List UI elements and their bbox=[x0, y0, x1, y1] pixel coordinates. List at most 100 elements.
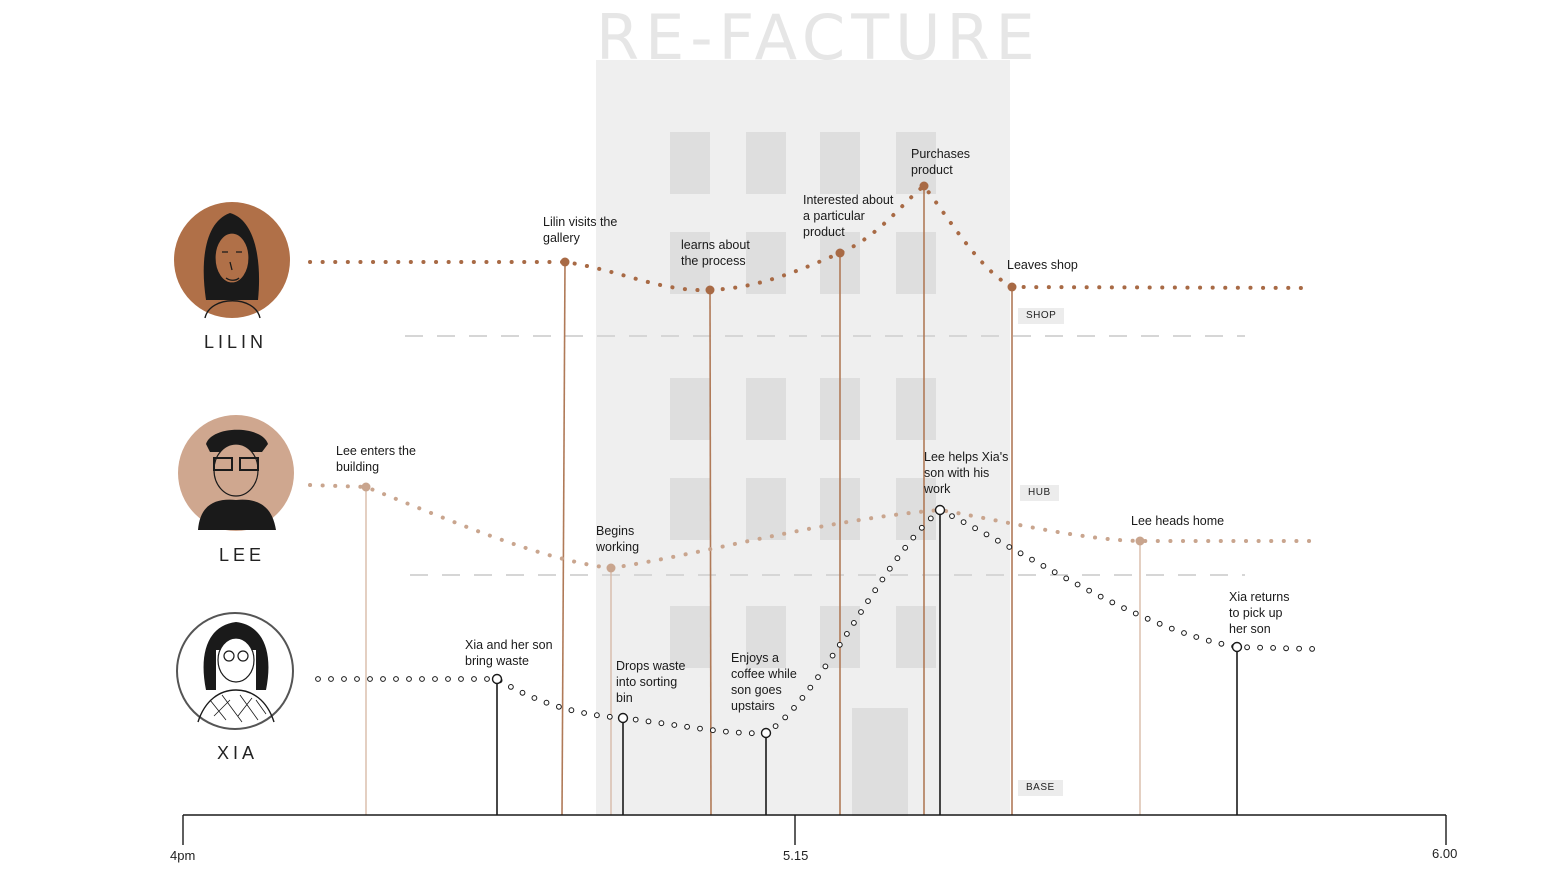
journey-ring bbox=[1006, 544, 1013, 550]
journey-ring bbox=[983, 531, 990, 538]
avatar-glasses bbox=[223, 650, 235, 662]
journey-ring bbox=[710, 727, 716, 734]
lilin-avatar bbox=[174, 202, 290, 319]
journey-ring bbox=[632, 716, 639, 723]
journey-ring bbox=[380, 676, 386, 682]
event-marker bbox=[361, 482, 371, 492]
avatar-glasses bbox=[213, 457, 233, 471]
persona-name-lilin: LILIN bbox=[204, 332, 268, 352]
journey-ring bbox=[1270, 645, 1276, 651]
axis-tick-label: 4pm bbox=[170, 848, 196, 863]
journey-ring bbox=[858, 609, 864, 615]
avatar-glasses bbox=[239, 457, 259, 471]
time-axis bbox=[182, 814, 1447, 845]
event-marker bbox=[491, 673, 503, 685]
journey-ring bbox=[851, 620, 857, 626]
journey-ring bbox=[1309, 646, 1315, 652]
journey-ring bbox=[1156, 620, 1163, 627]
event-marker bbox=[1231, 641, 1243, 653]
axis-tick-label: 6.00 bbox=[1432, 846, 1458, 861]
journey-ring bbox=[772, 723, 779, 729]
journey-ring bbox=[1144, 615, 1151, 622]
lilin-event-label: Interested about a particular product bbox=[803, 193, 894, 239]
lee-event-label: Lee heads home bbox=[1131, 514, 1225, 528]
journey-ring bbox=[419, 676, 425, 682]
journey-ring bbox=[697, 725, 703, 732]
building-window bbox=[896, 132, 936, 194]
journey-ring bbox=[406, 676, 412, 682]
journey-ring bbox=[807, 684, 814, 691]
building-window bbox=[820, 132, 860, 194]
zone-tag-base: BASE bbox=[1018, 780, 1063, 796]
xia-drop-lines bbox=[496, 510, 1238, 815]
avatar-face bbox=[214, 232, 250, 284]
event-marker bbox=[1007, 282, 1017, 292]
lee-event-label: Begins working bbox=[596, 524, 640, 554]
lee-event-label: Lee enters the building bbox=[336, 444, 416, 474]
lee-event-markers bbox=[361, 482, 1145, 573]
journey-ring bbox=[684, 723, 690, 730]
avatar-glasses bbox=[237, 650, 249, 662]
xia-event-label: Xia and her son bring waste bbox=[465, 638, 553, 668]
event-marker bbox=[617, 712, 629, 724]
building-window bbox=[746, 606, 786, 668]
journey-ring bbox=[671, 722, 678, 728]
lilin-event-label: Purchases product bbox=[911, 147, 971, 177]
xia-event-label: Enjoys a coffee while son goes upstairs bbox=[731, 651, 797, 713]
journey-ring bbox=[354, 676, 360, 682]
journey-ring bbox=[432, 676, 438, 682]
journey-ring bbox=[1017, 550, 1024, 557]
journey-ring bbox=[1074, 581, 1081, 588]
journey-ring bbox=[594, 712, 600, 719]
journey-ring bbox=[543, 699, 550, 706]
avatar-body bbox=[197, 689, 275, 723]
building-door bbox=[852, 708, 908, 816]
event-marker bbox=[919, 181, 929, 191]
journey-ring bbox=[894, 555, 901, 562]
journey-ring bbox=[556, 703, 562, 710]
avatar-features bbox=[222, 251, 242, 281]
lilin-event-label: Leaves shop bbox=[1007, 258, 1078, 272]
journey-ring bbox=[949, 513, 955, 519]
journey-ring bbox=[1051, 569, 1058, 576]
zone-tag-hub: HUB bbox=[1020, 485, 1059, 501]
lilin-event-label: learns about the process bbox=[681, 238, 750, 268]
building-window bbox=[746, 478, 786, 540]
axis-tick-label: 5.15 bbox=[783, 848, 809, 863]
journey-ring bbox=[471, 676, 477, 682]
journey-ring bbox=[1086, 587, 1092, 594]
journey-ring bbox=[872, 587, 879, 594]
journey-ring bbox=[1205, 637, 1212, 644]
journey-ring bbox=[508, 684, 514, 690]
avatar-body bbox=[198, 499, 276, 530]
journey-ring bbox=[829, 652, 836, 659]
avatar-hair bbox=[206, 429, 268, 452]
journey-ring bbox=[960, 519, 967, 525]
event-marker bbox=[835, 248, 845, 258]
avatar-body bbox=[204, 300, 261, 319]
avatar-face bbox=[217, 637, 255, 683]
event-marker bbox=[934, 504, 946, 516]
xia-event-label: Drops waste into sorting bin bbox=[616, 659, 686, 705]
lilin-event-markers bbox=[560, 181, 1017, 295]
avatar-hair bbox=[203, 622, 269, 690]
journey-ring bbox=[844, 631, 850, 637]
journey-ring bbox=[1218, 640, 1225, 647]
journey-ring bbox=[1121, 605, 1127, 611]
journey-ring bbox=[445, 676, 451, 682]
journey-ring bbox=[836, 641, 843, 648]
building-window bbox=[896, 378, 936, 440]
lilin-drop-lines bbox=[561, 186, 1013, 816]
journey-ring bbox=[910, 534, 917, 541]
journey-ring bbox=[393, 676, 399, 682]
building-window bbox=[670, 232, 710, 294]
journey-ring bbox=[822, 663, 829, 670]
building-title: RE-FACTURE bbox=[596, 1, 1041, 74]
drop-line bbox=[561, 261, 566, 816]
journey-ring bbox=[902, 544, 909, 551]
event-marker bbox=[560, 257, 570, 267]
journey-ring bbox=[484, 676, 490, 682]
journey-ring bbox=[791, 705, 797, 711]
journey-ring bbox=[645, 718, 652, 725]
